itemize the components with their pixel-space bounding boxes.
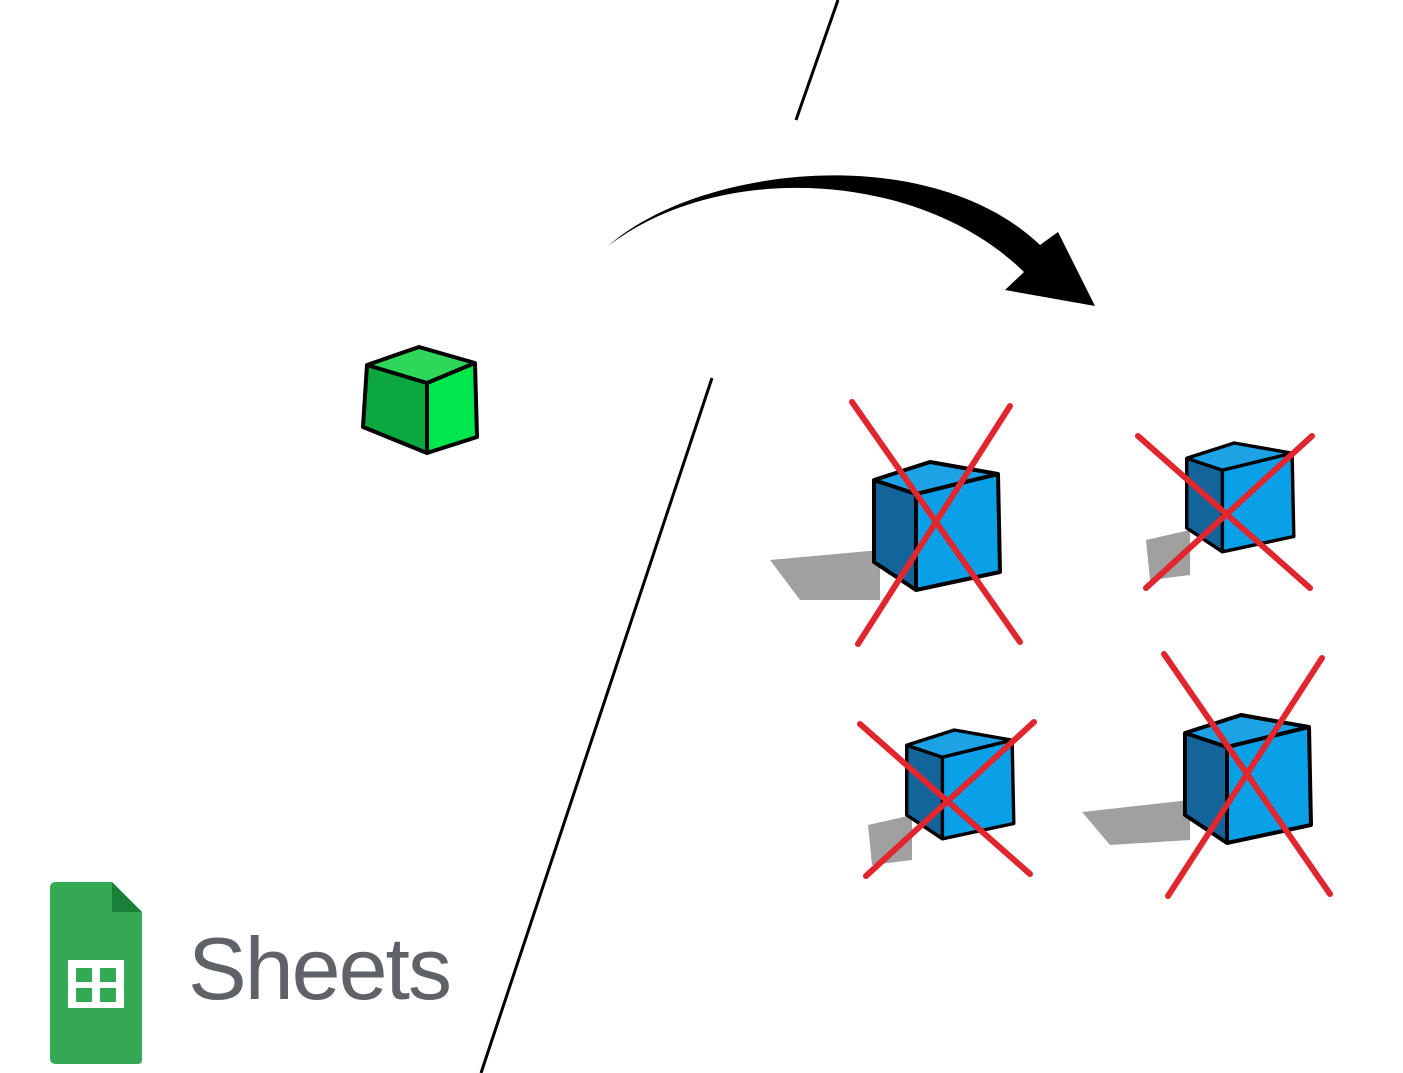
- curved-arrow-icon: [608, 175, 1095, 306]
- blue-cube-group: [857, 719, 1037, 879]
- blue-cube: [872, 460, 1002, 592]
- red-cross-line: [857, 721, 1033, 877]
- red-cross-line: [1165, 655, 1325, 899]
- cube-shadow: [1082, 800, 1190, 845]
- cube-shadow: [1146, 530, 1190, 580]
- red-cross-line: [863, 719, 1037, 879]
- divider-line-top: [794, 0, 840, 121]
- divider-line-bottom: [479, 377, 714, 1073]
- blue-cube-group: [770, 399, 1023, 647]
- red-cross-line: [855, 403, 1013, 647]
- sheets-wordmark: Sheets: [188, 919, 452, 1018]
- blue-cube-group: [1135, 433, 1315, 591]
- google-sheets-icon: [50, 882, 142, 1064]
- red-cross-line: [1143, 433, 1315, 591]
- red-cross-line: [1135, 433, 1313, 591]
- green-cube: [361, 345, 479, 455]
- blue-cube-group: [1082, 651, 1333, 899]
- blue-cube: [1183, 713, 1313, 845]
- cube-shadow: [770, 550, 880, 600]
- cube-shadow: [868, 815, 912, 865]
